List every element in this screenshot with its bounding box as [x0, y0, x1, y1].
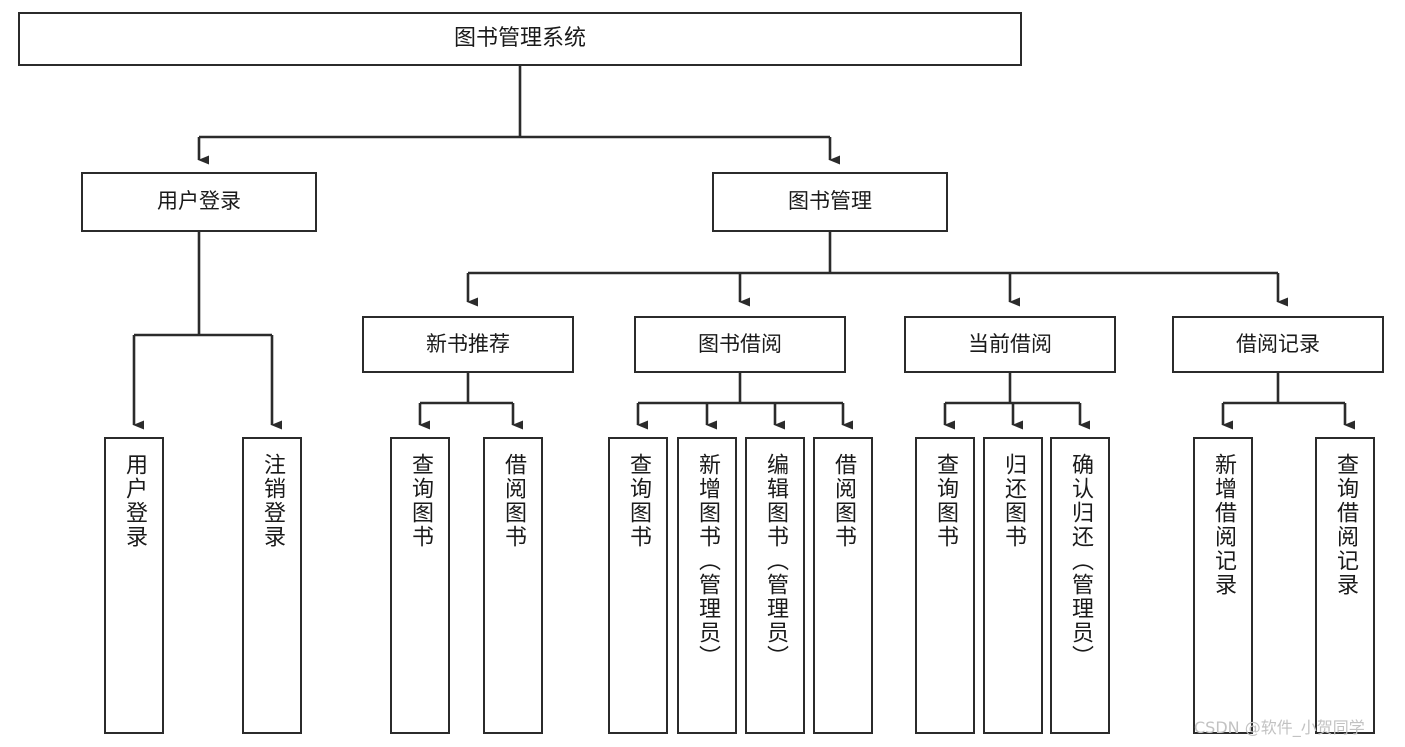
node-leaf-add-book[interactable]: 新增图书（管理员） [677, 437, 737, 734]
node-leaf-borrow-book-1[interactable]: 借阅图书 [483, 437, 543, 734]
csdn-watermark: CSDN @软件_小贺同学 [1194, 718, 1365, 737]
node-borrow-record-label: 借阅记录 [1236, 331, 1320, 356]
node-leaf-confirm-return[interactable]: 确认归还（管理员） [1050, 437, 1110, 734]
node-current-borrow-label: 当前借阅 [968, 331, 1052, 356]
node-leaf-logout-login-label: 注销登录 [260, 453, 285, 549]
node-current-borrow[interactable]: 当前借阅 [904, 316, 1116, 373]
node-leaf-query-book-1-label: 查询图书 [408, 453, 433, 549]
node-leaf-borrow-book-1-label: 借阅图书 [501, 453, 526, 549]
node-leaf-logout-login[interactable]: 注销登录 [242, 437, 302, 734]
node-leaf-query-record-label: 查询借阅记录 [1333, 453, 1358, 597]
node-leaf-query-book-2-label: 查询图书 [626, 453, 651, 549]
node-book-borrow-label: 图书借阅 [698, 331, 782, 356]
node-root-label: 图书管理系统 [453, 25, 586, 51]
node-leaf-add-record[interactable]: 新增借阅记录 [1193, 437, 1253, 734]
node-new-book-recommend-label: 新书推荐 [426, 331, 510, 356]
node-leaf-edit-book[interactable]: 编辑图书（管理员） [745, 437, 805, 734]
node-leaf-query-book-3[interactable]: 查询图书 [915, 437, 975, 734]
node-leaf-query-book-3-label: 查询图书 [933, 453, 958, 549]
node-leaf-user-login[interactable]: 用户登录 [104, 437, 164, 734]
node-book-manage-label: 图书管理 [788, 189, 872, 214]
node-leaf-return-book[interactable]: 归还图书 [983, 437, 1043, 734]
node-user-login-label: 用户登录 [157, 189, 241, 214]
node-leaf-borrow-book-2-label: 借阅图书 [831, 453, 856, 549]
node-leaf-return-book-label: 归还图书 [1001, 453, 1026, 549]
node-leaf-edit-book-label: 编辑图书（管理员） [763, 453, 788, 669]
node-new-book-recommend[interactable]: 新书推荐 [362, 316, 574, 373]
node-leaf-query-book-2[interactable]: 查询图书 [608, 437, 668, 734]
node-leaf-query-book-1[interactable]: 查询图书 [390, 437, 450, 734]
node-book-borrow[interactable]: 图书借阅 [634, 316, 846, 373]
node-book-manage[interactable]: 图书管理 [712, 172, 948, 232]
node-leaf-query-record[interactable]: 查询借阅记录 [1315, 437, 1375, 734]
node-user-login[interactable]: 用户登录 [81, 172, 317, 232]
node-leaf-add-book-label: 新增图书（管理员） [695, 453, 720, 669]
node-borrow-record[interactable]: 借阅记录 [1172, 316, 1384, 373]
node-leaf-confirm-return-label: 确认归还（管理员） [1068, 453, 1093, 669]
node-leaf-user-login-label: 用户登录 [122, 453, 147, 549]
node-leaf-borrow-book-2[interactable]: 借阅图书 [813, 437, 873, 734]
node-root[interactable]: 图书管理系统 [18, 12, 1022, 66]
node-leaf-add-record-label: 新增借阅记录 [1211, 453, 1236, 597]
